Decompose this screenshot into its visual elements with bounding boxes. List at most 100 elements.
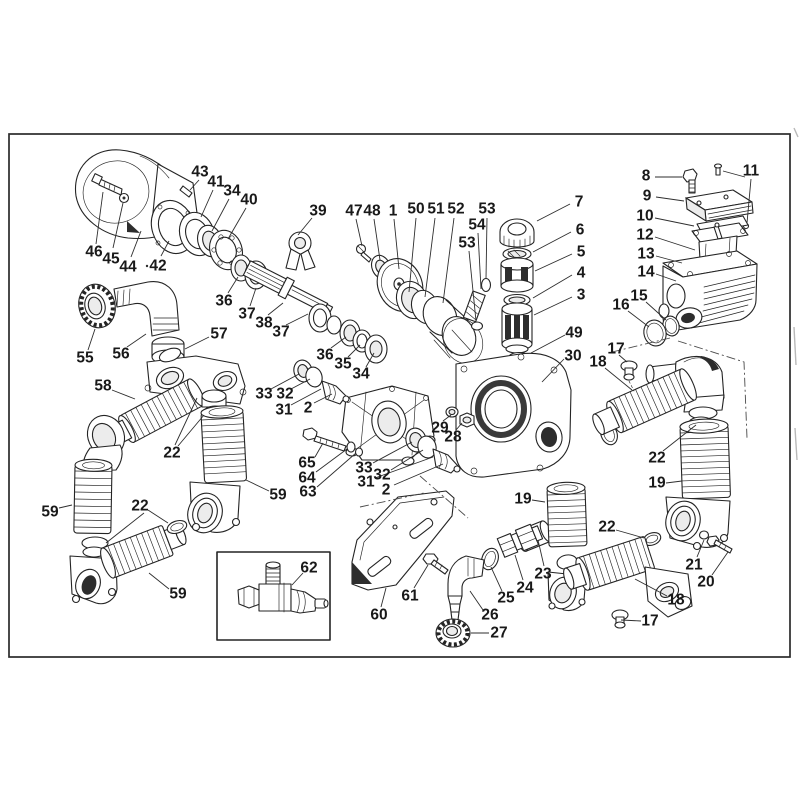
engine-head-group (643, 163, 758, 347)
callout-63: 63 (299, 484, 317, 501)
callout-60: 60 (370, 607, 387, 624)
centerlines (359, 337, 748, 519)
callout-45: 45 (102, 251, 120, 268)
callout-22-c: 22 (163, 445, 180, 462)
callout-65: 65 (298, 455, 316, 472)
center-cylinder (546, 481, 588, 612)
callout-41: 41 (207, 174, 225, 191)
callout-19-b: 19 (514, 491, 532, 508)
callout-22-b: 22 (598, 519, 615, 536)
callout-37: 37 (238, 306, 255, 323)
left-bank (69, 347, 248, 605)
gearbox-housing (74, 149, 243, 271)
callout-49: 49 (565, 325, 583, 342)
leader-lines (58, 170, 752, 634)
callout-58: 58 (94, 378, 112, 395)
callout-24: 24 (516, 580, 534, 597)
callout-62: 62 (300, 560, 317, 577)
callout-32-b: 32 (276, 386, 293, 403)
callout-35: 35 (334, 356, 352, 373)
callout-38: 38 (255, 315, 273, 332)
diagram-frame (8, 133, 791, 658)
valve-set-a (293, 359, 350, 405)
callout-59: 59 (41, 504, 59, 521)
screw-43 (179, 185, 193, 198)
callout-18: 18 (589, 354, 607, 371)
callout-33-b: 33 (255, 386, 273, 403)
scan-artifacts (793, 127, 799, 461)
callout-36-b: 36 (316, 347, 334, 364)
inset-box (216, 551, 331, 641)
callout-26: 26 (481, 607, 499, 624)
callout-43: 43 (191, 164, 209, 181)
callout-56: 56 (112, 346, 130, 363)
mounting-bracket (351, 490, 455, 591)
callout-27: 27 (490, 625, 507, 642)
callout-7: 7 (575, 194, 584, 211)
diaphragm-group (355, 243, 484, 364)
callout-9: 9 (643, 188, 652, 205)
callout-36: 36 (215, 293, 233, 310)
callout-17: 17 (607, 341, 624, 358)
valve-set-b (405, 427, 461, 474)
callout-50: 50 (407, 201, 424, 218)
callout-16: 16 (612, 297, 630, 314)
callout-47: 47 (345, 203, 362, 220)
callout-2: 2 (382, 482, 391, 499)
callout-33: 33 (355, 460, 373, 477)
pump-shaft (230, 231, 388, 364)
callout-31: 31 (357, 474, 375, 491)
callout-39: 39 (309, 203, 327, 220)
callout-51: 51 (427, 201, 445, 218)
callout-40: 40 (240, 192, 257, 209)
callout-5: 5 (577, 244, 586, 261)
valve-cartridge-stack (499, 218, 535, 363)
diaphragm-support-plate (341, 385, 436, 466)
callout-3: 3 (577, 287, 586, 304)
callout-22-d: 22 (131, 498, 148, 515)
callout-17-b: 17 (641, 613, 658, 630)
callout-18-b: 18 (667, 592, 685, 609)
callout-55: 55 (76, 350, 94, 367)
callout-8: 8 (642, 168, 651, 185)
callout-22: 22 (648, 450, 665, 467)
callout-61: 61 (401, 588, 419, 605)
callout-34: 34 (223, 183, 241, 200)
callout-10: 10 (636, 208, 653, 225)
callout-11: 11 (743, 163, 760, 180)
callout-53-b: 53 (458, 235, 476, 252)
callout-14: 14 (637, 264, 655, 281)
callout-15: 15 (630, 288, 648, 305)
crankcase (445, 352, 572, 478)
callout-32: 32 (373, 467, 390, 484)
callout-48: 48 (363, 203, 381, 220)
callout-20: 20 (697, 574, 714, 591)
callout-2-b: 2 (304, 400, 313, 417)
callout-34-b: 34 (352, 366, 370, 383)
valve-spring-group (462, 277, 492, 331)
callout-13: 13 (637, 246, 655, 263)
callout-46: 46 (85, 244, 103, 261)
callout-12: 12 (636, 227, 653, 244)
callout-4: 4 (577, 265, 586, 282)
callout-21: 21 (685, 557, 703, 574)
callout-64: 64 (298, 470, 316, 487)
callout-30: 30 (564, 348, 581, 365)
callout-6: 6 (576, 222, 585, 239)
callout-31-b: 31 (275, 402, 293, 419)
callout-labels: 46 45 44 42 43 41 34 40 39 36 37 38 37 5… (41, 163, 759, 642)
callout-42: 42 (149, 258, 166, 275)
callout-37-b: 37 (272, 324, 289, 341)
callout-25: 25 (497, 590, 515, 607)
callout-59-c: 59 (169, 586, 187, 603)
callout-29: 29 (431, 420, 449, 437)
callout-44: 44 (119, 259, 137, 276)
callout-1: 1 (389, 203, 398, 220)
callout-28: 28 (444, 429, 462, 446)
callout-57: 57 (210, 326, 227, 343)
callout-59-b: 59 (269, 487, 287, 504)
delivery-fittings (435, 520, 553, 648)
callout-54: 54 (468, 217, 486, 234)
